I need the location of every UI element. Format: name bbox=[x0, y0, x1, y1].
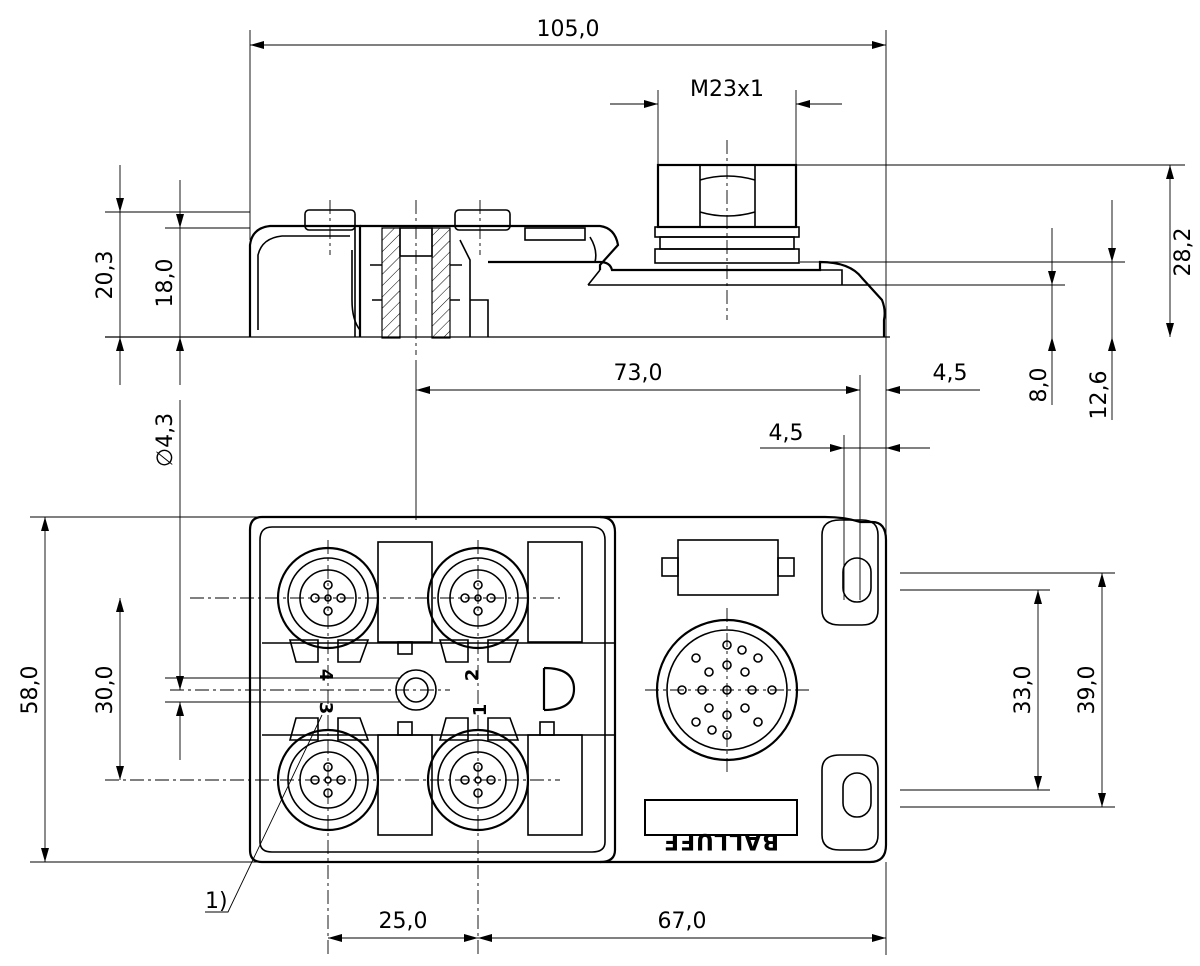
dim-width: 58,0 bbox=[18, 666, 43, 715]
footnote-marker: 1) bbox=[205, 889, 228, 914]
balluff-logo: BALLUFF bbox=[644, 799, 798, 853]
dim-height-left: 20,3 bbox=[93, 251, 118, 300]
dim-hole-diameter: ∅4,3 bbox=[153, 413, 178, 467]
dim-port-spacing-h: 25,0 bbox=[379, 909, 428, 934]
port-label-2: 2 bbox=[462, 669, 483, 682]
dim-slot-spacing: 33,0 bbox=[1011, 666, 1036, 715]
dim-height-inner: 18,0 bbox=[153, 259, 178, 308]
dim-hole-to-end: 73,0 bbox=[614, 361, 663, 386]
dim-slot-outer: 39,0 bbox=[1075, 666, 1100, 715]
dim-connector-offset: 67,0 bbox=[658, 909, 707, 934]
dim-end-offset-bottom: 4,5 bbox=[769, 421, 804, 446]
svg-text:BALLUFF: BALLUFF bbox=[663, 828, 779, 853]
side-view-dimensions: 105,0 M23x1 20,3 18,0 28,2 12,6 8,0 bbox=[93, 17, 1196, 600]
dim-port-spacing-v: 30,0 bbox=[93, 666, 118, 715]
top-view-dimensions: ∅4,3 58,0 30,0 33,0 39,0 25,0 67,0 1) bbox=[18, 400, 1115, 955]
dim-overall-length: 105,0 bbox=[537, 17, 600, 42]
port-label-1: 1 bbox=[470, 704, 491, 717]
side-view bbox=[105, 140, 890, 355]
dim-height-total: 28,2 bbox=[1171, 228, 1196, 277]
port-label-3: 3 bbox=[315, 702, 336, 715]
dim-end-offset-top: 4,5 bbox=[933, 361, 968, 386]
dim-flange-height: 12,6 bbox=[1087, 371, 1112, 420]
m23-pins bbox=[677, 640, 777, 740]
dim-flange-inner: 8,0 bbox=[1027, 368, 1052, 403]
top-view: BALLUFF bbox=[105, 515, 888, 955]
port-label-4: 4 bbox=[315, 669, 336, 682]
dim-thread: M23x1 bbox=[690, 77, 764, 102]
